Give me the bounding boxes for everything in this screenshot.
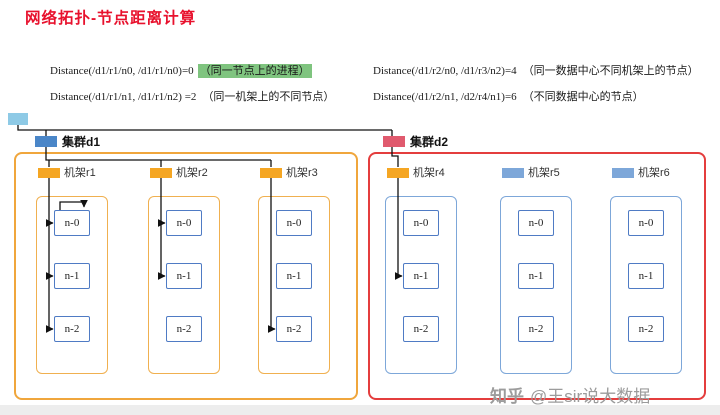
distance-formula-3: Distance(/d1/r2/n1, /d2/r4/n1)=6 （不同数据中心的…	[373, 88, 646, 104]
rack-r4-label: 机架r4	[413, 167, 445, 179]
rack-r5-label: 机架r5	[528, 167, 560, 179]
formula-expression: Distance(/d1/r2/n1, /d2/r4/n1)=6	[373, 91, 517, 103]
distance-formula-2: Distance(/d1/r2/n0, /d1/r3/n2)=4 （同一数据中心不…	[373, 62, 701, 78]
rack-r1-icon	[38, 168, 60, 178]
rack-r6-label: 机架r6	[638, 167, 670, 179]
node-box: n-2	[403, 316, 439, 342]
watermark-brand: 知乎	[490, 387, 524, 406]
node-box: n-2	[276, 316, 312, 342]
node-box: n-0	[54, 210, 90, 236]
cluster-d1-label: 集群d1	[62, 135, 101, 149]
node-box: n-0	[518, 210, 554, 236]
node-box: n-0	[276, 210, 312, 236]
formula-expression: Distance(/d1/r2/n0, /d1/r3/n2)=4	[373, 65, 517, 77]
rack-r3-label: 机架r3	[286, 167, 318, 179]
formula-note: （同一数据中心不同机架上的节点）	[522, 65, 699, 77]
bottom-strip	[0, 405, 720, 415]
node-box: n-2	[54, 316, 90, 342]
cluster-d2-label: 集群d2	[410, 135, 449, 149]
formula-expression: Distance(/d1/r1/n0, /d1/r1/n0)=0	[50, 65, 194, 77]
node-box: n-2	[166, 316, 202, 342]
rack-r5-icon	[502, 168, 524, 178]
distance-formula-0: Distance(/d1/r1/n0, /d1/r1/n0)=0（同一节点上的进…	[50, 62, 312, 78]
node-box: n-0	[628, 210, 664, 236]
formula-expression: Distance(/d1/r1/n1, /d1/r1/n2) =2	[50, 91, 197, 103]
formula-note: （同一机架上的不同节点）	[202, 91, 335, 103]
node-box: n-1	[628, 263, 664, 289]
node-box: n-0	[166, 210, 202, 236]
node-box: n-1	[54, 263, 90, 289]
distance-formula-1: Distance(/d1/r1/n1, /d1/r1/n2) =2 （同一机架上的…	[50, 88, 336, 104]
cluster-d2-icon	[383, 136, 405, 147]
node-box: n-1	[518, 263, 554, 289]
watermark-handle: @王sir说大数据	[530, 387, 651, 406]
rack-r2-label: 机架r2	[176, 167, 208, 179]
node-box: n-1	[166, 263, 202, 289]
root-node-icon	[8, 113, 28, 125]
rack-r4-icon	[387, 168, 409, 178]
node-box: n-1	[403, 263, 439, 289]
formula-note: （同一节点上的进程）	[197, 64, 312, 78]
rack-r2-icon	[150, 168, 172, 178]
node-box: n-2	[628, 316, 664, 342]
rack-r3-icon	[260, 168, 282, 178]
formula-note: （不同数据中心的节点）	[522, 91, 644, 103]
cluster-d2-box	[368, 152, 706, 400]
page-title: 网络拓扑-节点距离计算	[25, 10, 197, 27]
cluster-d1-icon	[35, 136, 57, 147]
rack-r1-label: 机架r1	[64, 167, 96, 179]
node-box: n-2	[518, 316, 554, 342]
rack-r6-icon	[612, 168, 634, 178]
watermark: 知乎 @王sir说大数据	[490, 382, 650, 407]
node-box: n-1	[276, 263, 312, 289]
node-box: n-0	[403, 210, 439, 236]
